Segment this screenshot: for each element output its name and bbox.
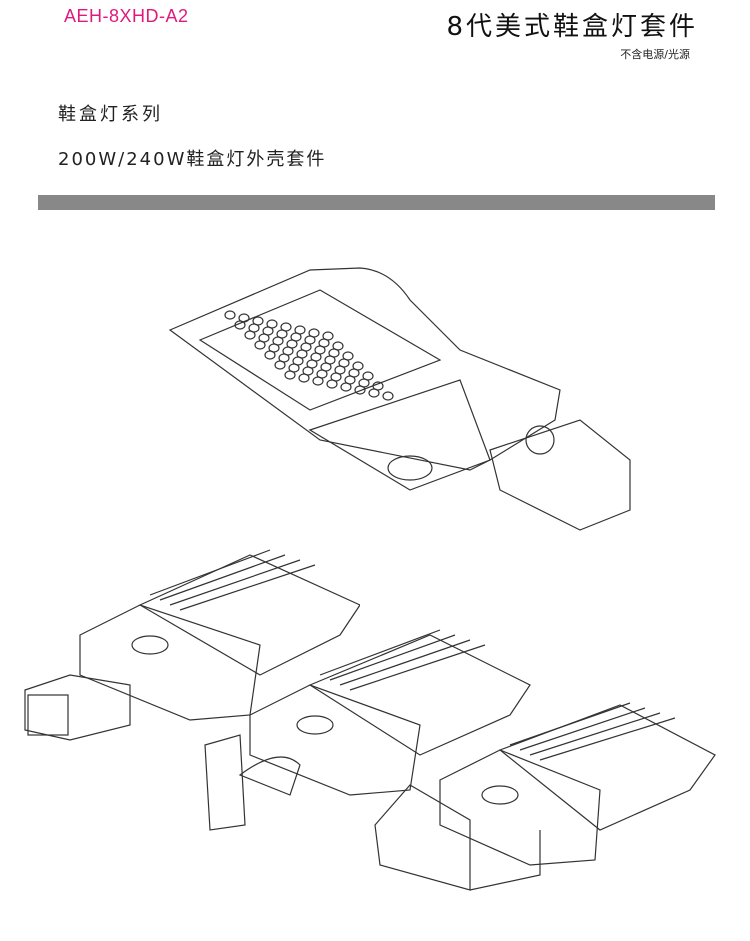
- led-lens-icon: [340, 382, 352, 392]
- page-title: 8代美式鞋盒灯套件: [446, 12, 698, 42]
- led-lens-icon: [368, 388, 380, 398]
- led-lens-icon: [274, 360, 286, 370]
- divider-bar: [38, 195, 715, 210]
- led-lens-icon: [234, 320, 246, 330]
- led-lens-icon: [224, 310, 236, 320]
- led-lens-icon: [244, 330, 256, 340]
- lamp-yoke-mount-drawing: [374, 702, 716, 891]
- lamp-slipfitter-drawing: [24, 549, 360, 741]
- led-lens-icon: [382, 391, 394, 401]
- subtitle: 不含电源/光源: [620, 48, 690, 61]
- kit-heading: 200W/240W鞋盒灯外壳套件: [58, 149, 327, 170]
- lamp-top-view-drawing: [168, 267, 631, 531]
- led-lens-icon: [354, 385, 366, 395]
- led-lens-icon: [264, 350, 276, 360]
- led-lens-icon: [254, 340, 266, 350]
- series-heading: 鞋盒灯系列: [58, 104, 163, 125]
- led-lens-icon: [312, 376, 324, 386]
- led-lens-icon: [284, 370, 296, 380]
- lamp-wall-mount-drawing: [204, 629, 531, 831]
- model-number: AEH-8XHD-A2: [64, 6, 189, 26]
- led-lens-icon: [298, 373, 310, 383]
- led-lens-icon: [326, 379, 338, 389]
